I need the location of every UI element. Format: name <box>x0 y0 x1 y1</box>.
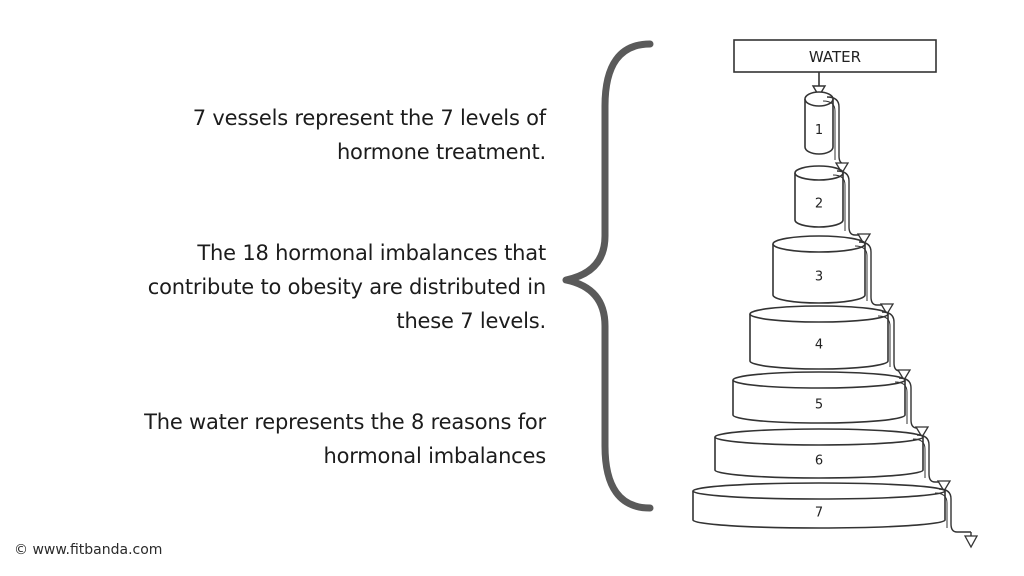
text-block-vessels: 7 vessels represent the 7 levels of horm… <box>46 101 546 169</box>
text-line: contribute to obesity are distributed in <box>147 275 546 299</box>
overflow-channel-inner <box>912 438 926 478</box>
vessel-body <box>794 173 844 228</box>
vessel-top <box>749 305 889 323</box>
outflow-arrowhead <box>963 535 979 549</box>
overflow-arrowhead <box>834 162 850 175</box>
text-line: these 7 levels. <box>396 309 546 333</box>
overflow-channel-inner <box>934 492 948 528</box>
text-line: The 18 hormonal imbalances that <box>197 241 546 265</box>
text-block-water: The water represents the 8 reasons for h… <box>46 405 546 473</box>
vessel-body <box>772 244 866 304</box>
text-block-imbalances: The 18 hormonal imbalances that contribu… <box>46 236 546 338</box>
overflow-channel <box>898 377 921 429</box>
overflow-channel-inner <box>854 245 868 301</box>
overflow-channel <box>938 488 971 533</box>
text-line: hormonal imbalances <box>323 444 546 468</box>
vessel-label: 4 <box>815 338 823 353</box>
water-flow-arrowhead <box>811 85 827 98</box>
vessel-body <box>732 380 906 424</box>
vessel-top <box>772 235 866 253</box>
vessel-top <box>804 91 834 107</box>
text-line: 7 vessels represent the 7 levels of <box>192 106 546 130</box>
vessel-label: 3 <box>815 270 823 285</box>
curly-brace <box>562 40 654 512</box>
overflow-arrowhead <box>936 480 952 493</box>
vessel-body <box>714 437 924 479</box>
text-line: The water represents the 8 reasons for <box>144 410 546 434</box>
vessel-label: 7 <box>815 506 823 521</box>
overflow-channel-inner <box>877 315 891 367</box>
vessel-body <box>749 314 889 370</box>
overflow-channel <box>916 434 943 483</box>
overflow-channel <box>836 170 863 236</box>
vessel-body <box>692 491 946 529</box>
overflow-arrowhead <box>914 426 930 439</box>
overflow-arrowhead <box>896 369 912 382</box>
overflow-channel-inner <box>832 174 846 231</box>
overflow-arrowhead <box>879 303 895 316</box>
vessel-body <box>804 99 834 155</box>
vessel-pyramid-diagram: WATER 1 2 3 4 5 6 7 <box>692 39 979 549</box>
vessel-top <box>732 371 906 389</box>
vessel-label: 2 <box>815 197 823 212</box>
vessel-top <box>794 165 844 181</box>
vessel-top <box>692 482 946 500</box>
overflow-channel-inner <box>894 381 908 424</box>
vessel-label: 5 <box>815 398 823 413</box>
overflow-channel-inner <box>822 100 836 160</box>
copyright-credit: © www.fitbanda.com <box>14 542 163 558</box>
overflow-channel <box>858 241 886 306</box>
vessel-label: 1 <box>815 123 823 138</box>
overflow-arrowhead <box>856 233 872 246</box>
text-line: hormone treatment. <box>336 140 546 164</box>
water-label: WATER <box>809 48 861 66</box>
vessel-top <box>714 428 924 446</box>
water-box <box>733 39 937 73</box>
vessel-label: 6 <box>815 454 823 469</box>
